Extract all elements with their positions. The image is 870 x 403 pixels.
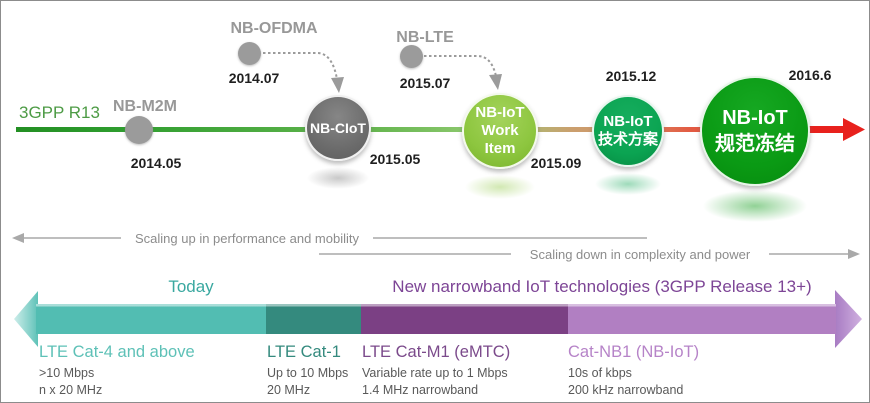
spec-col-lte-cat4: LTE Cat-4 and above >10 Mbps n x 20 MHz [39,343,195,398]
bar-left-chevron [14,291,38,347]
node-title-spec-freeze: NB-IoT [722,107,788,129]
today-label: Today [168,277,214,296]
scaling-up-label: Scaling up in performance and mobility [134,231,360,246]
timeline-line [16,127,811,132]
scaling-up-arrowhead [12,233,24,243]
bar-right-chevron [835,290,862,348]
timeline-end-arrow [807,118,865,141]
nb-lte-merge-arrowhead [489,74,502,90]
node-date-work-item: 2015.09 [530,155,582,171]
spec-bandwidth: 1.4 MHz narrowband [362,382,479,397]
nb-lte-merge-arrow [424,55,497,77]
bar-segment-cat-nb1 [568,304,836,334]
node-subtitle-spec-freeze: 规范冻结 [715,133,795,155]
node-date-nb-ciot: 2015.05 [369,151,421,167]
bar-segment-lte-cat4 [36,304,266,334]
node-circle-tech-plan: NB-IoT 技术方案 [592,95,664,167]
bar-segment-lte-cat1 [266,304,361,334]
spec-col-lte-cat1: LTE Cat-1 Up to 10 Mbps 20 MHz [267,343,348,398]
node-subtitle-work-item: Work Item [481,122,519,157]
reflection-freeze [703,190,807,222]
node-circle-work-item: NB-IoT Work Item [462,93,538,169]
scaling-down-arrowhead [848,249,860,259]
spec-name: LTE Cat-4 and above [39,343,195,361]
scaling-down-label: Scaling down in complexity and power [529,247,751,262]
node-title-nb-ciot: NB-CIoT [310,120,366,136]
nb-ofdma-merge-arrow [263,52,338,80]
spec-name: LTE Cat-1 [267,343,341,361]
node-date-nb-ofdma: 2014.07 [228,70,280,86]
era-label: 3GPP R13 [19,103,100,122]
technology-bar [36,304,836,334]
node-title-work-item: NB-IoT [475,104,525,121]
spec-bandwidth: 200 kHz narrowband [568,382,684,397]
spec-name: Cat-NB1 (NB-IoT) [568,343,700,361]
node-subtitle-tech-plan: 技术方案 [597,131,658,148]
node-date-nb-m2m: 2014.05 [130,155,182,171]
node-label-nb-m2m: NB-M2M [113,98,177,115]
node-circle-nb-m2m [125,116,153,144]
node-date-nb-lte: 2015.07 [399,75,451,91]
node-circle-spec-freeze: NB-IoT 规范冻结 [700,76,810,186]
reflection-tech [595,173,661,195]
reflection-ciot [307,167,369,189]
node-circle-nb-lte [400,45,423,68]
spec-bandwidth: 20 MHz [267,382,311,397]
spec-col-cat-nb1: Cat-NB1 (NB-IoT) 10s of kbps 200 kHz nar… [568,343,699,398]
spec-rate: Up to 10 Mbps [267,366,349,380]
node-circle-nb-ciot: NB-CIoT [305,95,371,161]
spec-col-lte-catm1: LTE Cat-M1 (eMTC) Variable rate up to 1 … [362,343,510,398]
spec-name: LTE Cat-M1 (eMTC) [362,343,511,361]
spec-bandwidth: n x 20 MHz [39,382,103,397]
bar-segment-lte-catm1 [361,304,568,334]
node-label-nb-ofdma: NB-OFDMA [230,20,318,37]
node-label-nb-lte: NB-LTE [396,29,454,46]
spec-rate: 10s of kbps [568,366,632,380]
nb-ofdma-merge-arrowhead [331,77,344,93]
node-title-tech-plan: NB-IoT [603,113,653,130]
spec-rate: Variable rate up to 1 Mbps [362,366,508,380]
node-circle-nb-ofdma [238,42,261,65]
spec-rate: >10 Mbps [39,366,95,380]
new-tech-label: New narrowband IoT technologies (3GPP Re… [392,277,812,296]
reflection-work [465,175,535,199]
node-date-tech-plan: 2015.12 [605,68,657,84]
node-date-spec-freeze: 2016.6 [788,67,832,83]
